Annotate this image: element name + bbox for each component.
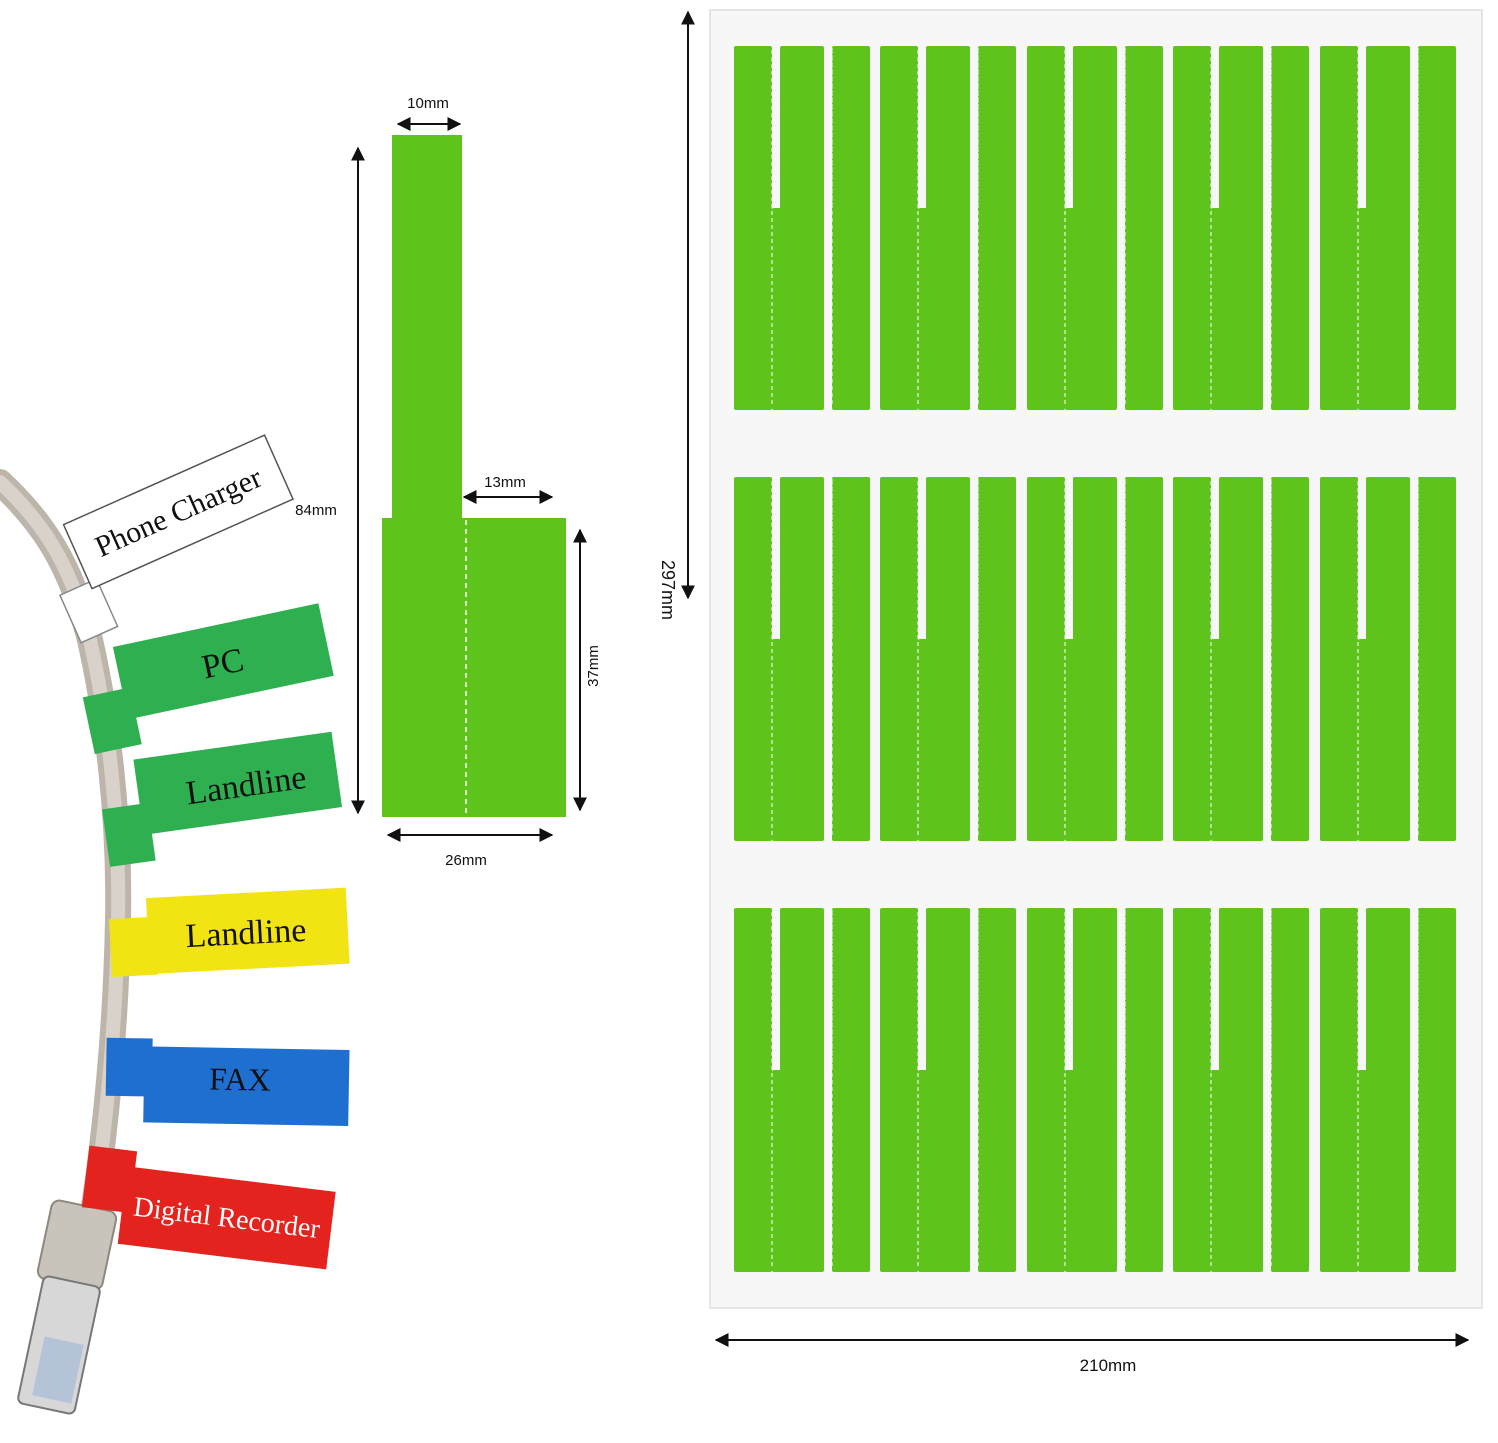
sheet-label-stem [1173, 908, 1211, 1272]
sheet-label-flag [926, 46, 970, 210]
sheet-label-flag [1358, 1070, 1410, 1272]
sheet-label-stem [1027, 477, 1065, 841]
sheet-label-flag [1211, 208, 1263, 410]
sheet-label-flag [1358, 639, 1410, 841]
sheet-label-stem [1418, 477, 1456, 841]
sheet-label-flag [772, 639, 824, 841]
dimension-total-height: 84mm [295, 502, 337, 519]
sheet-label-stem [1125, 908, 1163, 1272]
dimension-sheet-width: 210mm [1080, 1356, 1137, 1375]
tag-label: FAX [209, 1061, 271, 1098]
label-sheet: 297mm 210mm [658, 9, 1483, 1375]
tag-label: PC [199, 642, 247, 687]
dimension-flag-width: 13mm [484, 474, 526, 491]
sheet-label-stem [880, 477, 918, 841]
sheet-label-stem [978, 46, 1016, 410]
sheet-label-stem [1271, 46, 1309, 410]
sheet-label-flag [1366, 46, 1410, 210]
dimension-bottom-width: 26mm [445, 852, 487, 869]
sheet-label-stem [880, 46, 918, 410]
sheet-label-flag [1219, 477, 1263, 641]
sheet-label-stem [734, 46, 772, 410]
sheet-label-stem [1125, 477, 1163, 841]
sheet-label-stem [1173, 477, 1211, 841]
sheet-label-stem [1418, 908, 1456, 1272]
sheet-label-flag [918, 1070, 970, 1272]
sheet-label-flag [918, 208, 970, 410]
sheet-label-flag [1065, 208, 1117, 410]
sheet-label-stem [1027, 46, 1065, 410]
sheet-label-flag [1065, 639, 1117, 841]
cable-tag-landline-green: Landline [102, 731, 343, 867]
label-dimension-diagram: 10mm 84mm 13mm 37mm 26mm [295, 95, 602, 869]
sheet-label-flag [1358, 208, 1410, 410]
sheet-label-flag [1211, 639, 1263, 841]
sheet-label-flag [1219, 908, 1263, 1072]
sheet-label-stem [1027, 908, 1065, 1272]
dimension-top-width: 10mm [407, 95, 449, 112]
dimension-flag-height: 37mm [585, 645, 602, 687]
cable-tag-phone-charger: Phone Charger [58, 434, 294, 644]
sheet-label-stem [880, 908, 918, 1272]
sheet-label-flag [1366, 908, 1410, 1072]
sheet-label-flag [780, 477, 824, 641]
sheet-label-stem [978, 908, 1016, 1272]
cable-tag-pc: PC [82, 603, 334, 755]
sheet-label-flag [918, 639, 970, 841]
sheet-label-stem [1125, 46, 1163, 410]
tag-label: Landline [185, 912, 308, 955]
sheet-label-stem [832, 908, 870, 1272]
dimension-sheet-height: 297mm [658, 560, 678, 620]
sheet-label-flag [772, 208, 824, 410]
sheet-label-flag [780, 908, 824, 1072]
sheet-label-flag [772, 1070, 824, 1272]
sheet-label-stem [1271, 908, 1309, 1272]
cable-illustration: Phone Charger PC Landline Landline FAX [0, 434, 350, 1415]
sheet-label-stem [734, 477, 772, 841]
sheet-label-stem [1418, 46, 1456, 410]
sheet-label-flag [1219, 46, 1263, 210]
sheet-label-stem [1320, 908, 1358, 1272]
sheet-label-stem [734, 908, 772, 1272]
ethernet-connector-icon [17, 1199, 118, 1415]
cable-tag-landline-yellow: Landline [108, 887, 350, 978]
sheet-label-flag [1073, 46, 1117, 210]
sheet-label-flag [1073, 908, 1117, 1072]
label-shape [382, 135, 566, 817]
sheet-labels [734, 46, 1456, 1272]
cable-tag-digital-recorder: Digital Recorder [81, 1145, 336, 1270]
sheet-label-stem [832, 477, 870, 841]
sheet-label-flag [926, 908, 970, 1072]
sheet-label-flag [1211, 1070, 1263, 1272]
sheet-label-stem [1173, 46, 1211, 410]
sheet-label-flag [1073, 477, 1117, 641]
sheet-label-stem [1320, 46, 1358, 410]
sheet-label-stem [978, 477, 1016, 841]
sheet-label-flag [926, 477, 970, 641]
cable-tag-fax: FAX [105, 1037, 350, 1126]
sheet-label-stem [1320, 477, 1358, 841]
sheet-label-stem [1271, 477, 1309, 841]
sheet-label-flag [1366, 477, 1410, 641]
sheet-label-stem [832, 46, 870, 410]
sheet-label-flag [1065, 1070, 1117, 1272]
sheet-label-flag [780, 46, 824, 210]
